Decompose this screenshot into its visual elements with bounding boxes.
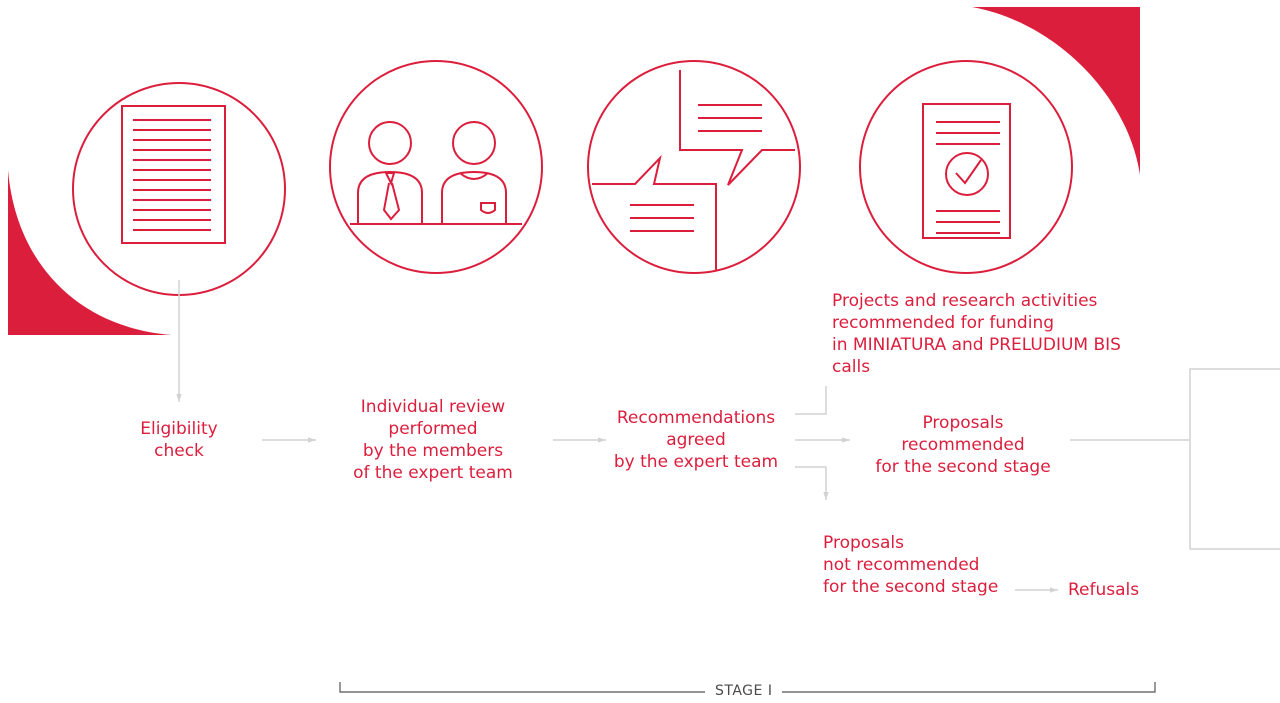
individual-review-label: Individual review performed by the membe… xyxy=(353,397,513,483)
arrow-to-not-recommended xyxy=(795,466,829,500)
experts-icon xyxy=(329,60,543,274)
stage-label: STAGE I xyxy=(705,683,783,699)
recommendations-label: Recommendations agreed by the expert tea… xyxy=(613,408,779,472)
approved-document-icon xyxy=(859,60,1073,274)
document-icon xyxy=(72,82,286,296)
discussion-icon xyxy=(587,60,801,274)
decor-red-shape-left xyxy=(8,170,172,335)
refusals-label: Refusals xyxy=(1068,580,1140,600)
next-stage-bracket xyxy=(1189,368,1280,550)
not-recommended-label: Proposals not recommended for the second… xyxy=(823,533,999,597)
eligibility-check-label: Eligibility check xyxy=(140,419,218,461)
funded-projects-label: Projects and research activities recomme… xyxy=(832,291,1121,377)
recommended-proposals-label: Proposals recommended for the second sta… xyxy=(875,413,1051,477)
decor-red-shape-right xyxy=(972,7,1140,175)
connector-to-funded xyxy=(795,386,827,415)
